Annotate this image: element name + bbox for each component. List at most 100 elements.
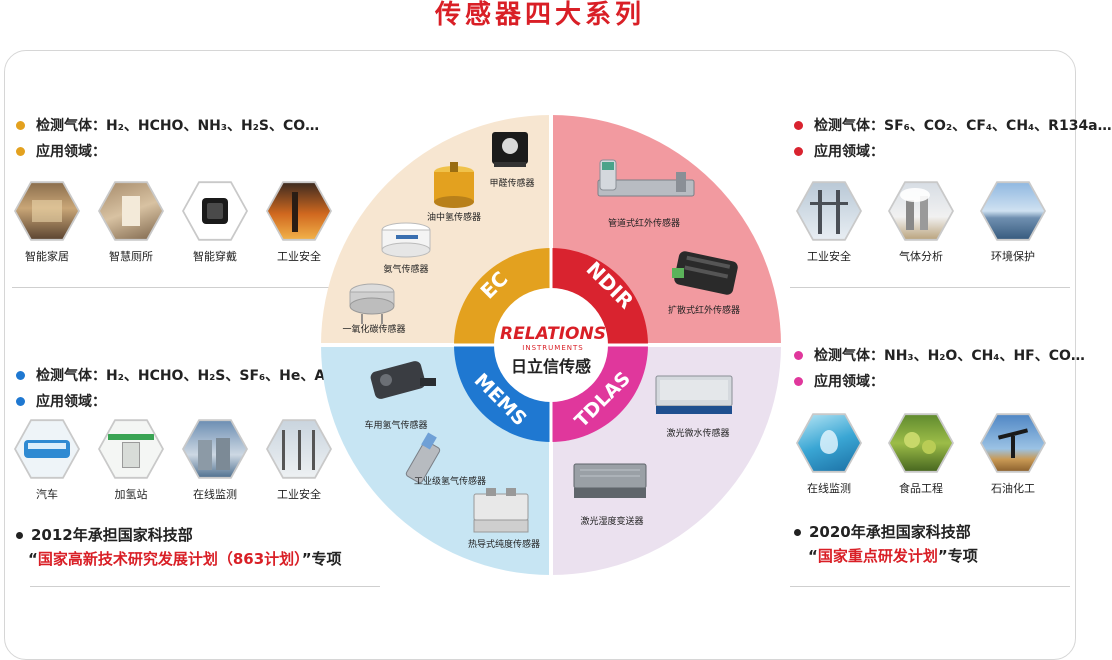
app-smart-wearable: 智能穿戴 <box>173 180 257 264</box>
divider <box>30 586 380 587</box>
thermal-conductivity-sensor-icon <box>473 488 529 533</box>
pipeline-infrared-sensor-icon <box>597 159 695 197</box>
ec-dot <box>16 146 25 156</box>
app-hydrogen-station: 加氢站 <box>89 418 173 502</box>
bus-icon <box>16 421 78 477</box>
page-title: 传感器四大系列 <box>434 0 645 30</box>
sensor-label-pipeline-infrared: 管道式红外传感器 <box>608 217 680 229</box>
app-label: 智能家居 <box>25 250 69 263</box>
app-online-monitoring: 在线监测 <box>783 412 875 496</box>
sensor-label-industrial-hydrogen: 工业级氢气传感器 <box>414 475 486 487</box>
tdlas-field-label: 应用领域： <box>814 374 884 390</box>
center-disc <box>494 288 608 402</box>
landscape-icon <box>982 183 1044 239</box>
app-label: 工业安全 <box>807 250 851 263</box>
panel-mems: 检测气体：H₂、HCHO、H₂S、SF₆、He、Ar… 应用领域： <box>16 362 346 414</box>
app-label: 气体分析 <box>899 250 943 263</box>
sensor-label-thermal-conductivity: 热导式纯度传感器 <box>468 538 540 550</box>
app-environment: 环境保护 <box>967 180 1059 264</box>
sensor-series-diagram: EC NDIR MEMS TDLAS RELATIONS INSTRUMENTS… <box>321 115 781 575</box>
app-smart-toilet: 智慧厕所 <box>89 180 173 264</box>
divider <box>790 586 1070 587</box>
ec-dot <box>16 120 25 130</box>
ammonia-sensor-icon <box>381 222 431 258</box>
app-online-monitoring: 在线监测 <box>173 418 257 502</box>
app-industrial-safety: 工业安全 <box>783 180 875 264</box>
app-label: 智能穿戴 <box>193 250 237 263</box>
app-gas-analysis: 气体分析 <box>875 180 967 264</box>
milestone-2012-program: 国家高新技术研究发展计划（863计划） <box>37 550 302 568</box>
power-tower-icon <box>798 183 860 239</box>
smart-home-icon <box>16 183 78 239</box>
milestone-2012-line1: 2012年承担国家科技部 <box>31 526 193 544</box>
factory-icon <box>890 183 952 239</box>
cooling-tower-icon <box>184 421 246 477</box>
milestone-2020-line1: 2020年承担国家科技部 <box>809 523 971 541</box>
sensor-label-oil-hydrogen: 油中氢传感器 <box>427 211 481 223</box>
logo-subtitle: INSTRUMENTS <box>522 344 583 352</box>
panel-ec: 检测气体：H₂、HCHO、NH₃、H₂S、CO… 应用领域： <box>16 112 319 164</box>
oil-pump-icon <box>982 415 1044 471</box>
sensor-label-ammonia: 氨气传感器 <box>383 263 428 275</box>
ec-field-label: 应用领域： <box>36 144 106 160</box>
ndir-dot <box>794 146 803 156</box>
app-car: 汽车 <box>5 418 89 502</box>
mems-dot <box>16 396 25 406</box>
app-label: 工业安全 <box>277 488 321 501</box>
tdlas-dot <box>794 350 803 360</box>
divider <box>12 287 332 288</box>
tdlas-gases: 检测气体：NH₃、H₂O、CH₄、HF、CO… <box>814 348 1085 364</box>
brand-name: 日立信传感 <box>511 357 591 376</box>
app-label: 工业安全 <box>277 250 321 263</box>
water-drop-icon <box>798 415 860 471</box>
fruit-icon <box>890 415 952 471</box>
formaldehyde-sensor-icon <box>492 132 528 167</box>
laser-humidity-transmitter-icon <box>573 463 647 498</box>
sensor-label-formaldehyde: 甲醛传感器 <box>489 177 534 189</box>
mems-dot <box>16 370 25 380</box>
laser-moisture-sensor-icon <box>655 375 733 414</box>
app-petrochemical: 石油化工 <box>967 412 1059 496</box>
vehicle-hydrogen-sensor-icon <box>370 361 436 399</box>
ndir-dot <box>794 120 803 130</box>
industrial-hydrogen-sensor-icon <box>405 432 441 484</box>
app-label: 在线监测 <box>807 482 851 495</box>
app-label: 环境保护 <box>991 250 1035 263</box>
ndir-gases: 检测气体：SF₆、CO₂、CF₄、CH₄、R134a… <box>814 118 1112 134</box>
hydrogen-station-icon <box>100 421 162 477</box>
smart-toilet-icon <box>100 183 162 239</box>
app-food-engineering: 食品工程 <box>875 412 967 496</box>
app-smart-home: 智能家居 <box>5 180 89 264</box>
app-label: 石油化工 <box>991 482 1035 495</box>
app-industrial-safety: 工业安全 <box>257 180 341 264</box>
panel-ndir: 检测气体：SF₆、CO₂、CF₄、CH₄、R134a… 应用领域： <box>794 112 1112 164</box>
sensor-label-laser-humidity: 激光湿度变送器 <box>580 515 643 527</box>
sensor-label-diffusion-infrared: 扩散式红外传感器 <box>668 304 740 316</box>
sensor-label-carbon-monoxide: 一氧化碳传感器 <box>342 323 405 335</box>
industrial-safety-icon <box>268 183 330 239</box>
ndir-app-list: 工业安全 气体分析 环境保护 <box>783 180 1059 264</box>
app-label: 食品工程 <box>899 482 943 495</box>
tdlas-app-list: 在线监测 食品工程 石油化工 <box>783 412 1059 496</box>
milestone-2012: 2012年承担国家科技部 “国家高新技术研究发展计划（863计划）”专项 <box>16 523 342 571</box>
sensor-label-laser-moisture: 激光微水传感器 <box>666 427 729 439</box>
substation-icon <box>268 421 330 477</box>
mems-app-list: 汽车 加氢站 在线监测 工业安全 <box>5 418 341 502</box>
diffusion-infrared-sensor-icon <box>672 251 738 295</box>
app-label: 在线监测 <box>193 488 237 501</box>
ndir-field-label: 应用领域： <box>814 144 884 160</box>
panel-tdlas: 检测气体：NH₃、H₂O、CH₄、HF、CO… 应用领域： <box>794 342 1085 394</box>
divider <box>790 287 1070 288</box>
app-industrial-safety: 工业安全 <box>257 418 341 502</box>
mems-gases: 检测气体：H₂、HCHO、H₂S、SF₆、He、Ar… <box>36 368 347 384</box>
smart-wearable-icon <box>184 183 246 239</box>
tdlas-dot <box>794 376 803 386</box>
mems-field-label: 应用领域： <box>36 394 106 410</box>
ec-gases: 检测气体：H₂、HCHO、NH₃、H₂S、CO… <box>36 118 320 134</box>
app-label: 汽车 <box>36 488 58 501</box>
app-label: 加氢站 <box>114 488 148 501</box>
logo-wordmark: RELATIONS <box>500 324 606 344</box>
sensor-label-vehicle-hydrogen: 车用氢气传感器 <box>364 419 427 431</box>
app-label: 智慧厕所 <box>109 250 153 263</box>
milestone-2020-program: 国家重点研发计划 <box>817 547 938 565</box>
